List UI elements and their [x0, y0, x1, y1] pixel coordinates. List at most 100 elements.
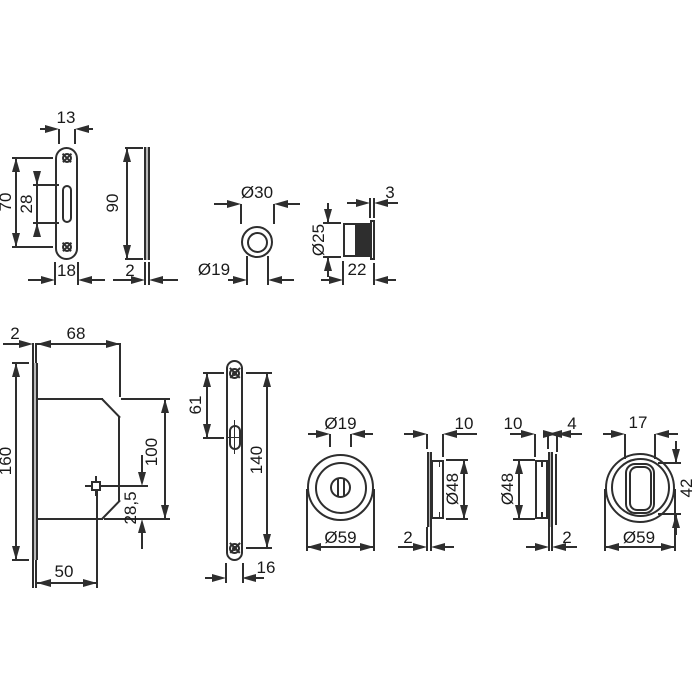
arrowhead-left [74, 125, 89, 133]
dim-label-recess-height: 42 [677, 478, 696, 498]
ext-line [203, 436, 224, 439]
arrowhead-right [611, 429, 625, 438]
ext-line [323, 222, 341, 224]
dim-tail [214, 203, 227, 205]
dim-tail [308, 432, 316, 435]
arrowhead-up [514, 460, 523, 474]
arrowhead-left [374, 276, 388, 284]
arrowhead-right [130, 276, 145, 284]
ext-line [446, 459, 468, 461]
cup-rim-tick [541, 512, 543, 518]
dim-line [36, 342, 120, 345]
dim-tail [387, 279, 396, 281]
dim-tail [388, 202, 398, 204]
cylinder-knurled-section [355, 224, 369, 256]
dim-line [36, 582, 97, 584]
arrowhead-right [329, 276, 343, 284]
arrowhead-up [324, 257, 332, 271]
dim-label-ring-outer: Ø30 [240, 183, 274, 202]
dim-label-cup-diameter-b: Ø48 [498, 472, 517, 506]
dim-line [462, 460, 465, 519]
arrowhead-left [551, 543, 566, 551]
rosette-cup [430, 460, 444, 519]
arrowhead-down [514, 505, 523, 519]
lock-case-bottom-edge [36, 517, 103, 520]
arrowhead-down [137, 471, 146, 486]
dim-tail [444, 546, 454, 548]
ext-line [373, 489, 375, 551]
dim-tail [570, 432, 582, 435]
ext-line [125, 147, 143, 149]
dim-line [307, 546, 374, 548]
arrowhead-right [232, 276, 247, 284]
arrowhead-right [41, 276, 55, 284]
cup-rim-tick [438, 461, 440, 467]
ext-line [329, 433, 331, 447]
arrowhead-right [44, 125, 59, 133]
dim-tail [281, 279, 294, 281]
dim-line [164, 398, 166, 519]
ext-line [429, 527, 432, 551]
ext-line [121, 397, 170, 400]
arrowhead-left [351, 429, 365, 438]
dim-tail [365, 432, 373, 435]
ext-line [426, 527, 428, 551]
dim-label-flange-thickness-a: 2 [403, 528, 413, 547]
arrowhead-down [33, 171, 41, 185]
arrowhead-left [242, 574, 256, 582]
dim-tail [140, 455, 143, 472]
arrowhead-right [18, 339, 33, 348]
dim-tail [28, 279, 42, 281]
arrowhead-right [82, 579, 97, 587]
ext-line [54, 262, 56, 285]
arrowhead-right [356, 199, 370, 207]
follower-leader-line [100, 484, 148, 487]
dim-label-flush-pull-outer: Ø59 [622, 528, 656, 547]
arrowhead-down [12, 546, 20, 560]
dim-tail [526, 546, 535, 548]
ext-line [547, 433, 549, 449]
ext-line [77, 262, 79, 285]
ext-line [658, 461, 681, 464]
dim-label-faceplate-thickness: 2 [10, 324, 20, 343]
ext-line [57, 129, 60, 144]
ext-line [33, 184, 59, 186]
ext-line [12, 157, 53, 159]
ext-line [624, 433, 626, 459]
arrowhead-down [324, 209, 332, 223]
dim-label-cylinder-diameter: Ø25 [309, 223, 328, 257]
dim-label-cup-depth-b: 10 [503, 414, 523, 433]
dim-label-case-height: 100 [142, 437, 161, 467]
arrowhead-left [374, 199, 388, 207]
dim-line [36, 171, 38, 237]
lock-case-top-chamfer [100, 397, 121, 418]
arrowhead-down [161, 504, 169, 519]
dim-tail [565, 546, 577, 548]
arrowhead-left [430, 543, 445, 551]
rosette-flange [547, 451, 553, 527]
ext-line [104, 517, 170, 520]
ext-line [658, 513, 681, 515]
dim-tail [205, 577, 213, 579]
flush-pull-recess-inner [628, 466, 652, 511]
ext-line [373, 263, 375, 285]
thumbturn-hub-circle [330, 477, 351, 498]
dim-label-overall-depth-b: 4 [567, 414, 577, 433]
thumbturn-slot-line [336, 478, 339, 497]
arrowhead-left [655, 429, 669, 438]
ext-line [240, 204, 242, 224]
dim-tail [510, 432, 521, 435]
ext-line [95, 490, 98, 588]
ext-line [551, 527, 553, 551]
dim-label-strike-side-thickness: 2 [125, 261, 135, 280]
dim-label-case-depth: 68 [66, 324, 86, 343]
ext-line [446, 517, 468, 520]
dim-label-flange-thickness-b: 2 [562, 528, 572, 547]
ext-line [674, 489, 676, 551]
dim-line [517, 460, 520, 519]
lock-faceplate [31, 363, 38, 560]
arrowhead-left [78, 276, 92, 284]
ext-line [35, 343, 37, 363]
dim-line [266, 373, 268, 548]
arrowhead-up [263, 373, 271, 387]
